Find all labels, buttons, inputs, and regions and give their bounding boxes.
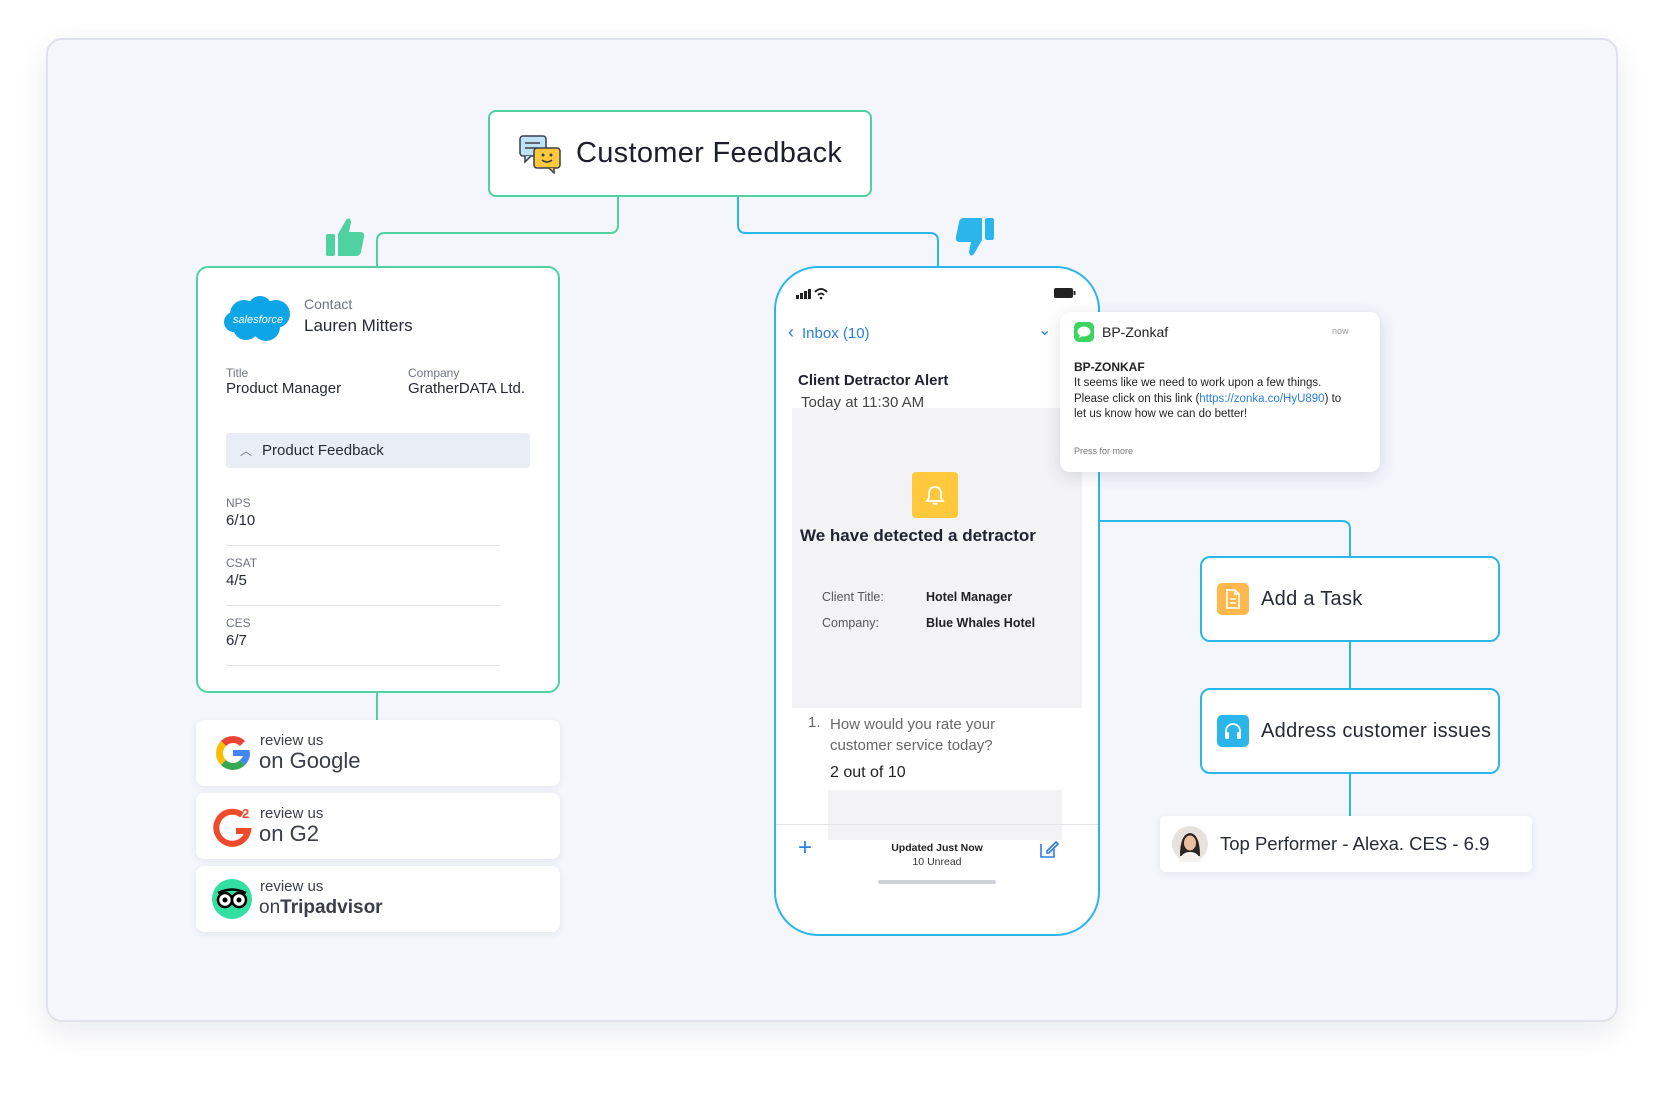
notification-footer: Press for more [1074,446,1134,456]
alert-time: Today at 11:30 AM [801,394,925,411]
survey-answer: 2 out of 10 [830,764,906,781]
chevron-down-icon[interactable]: ⌄ [1038,322,1052,339]
review-tripadvisor-line2: onTripadvisor [259,897,383,919]
bell-icon [925,486,945,505]
svg-text:2: 2 [242,806,249,821]
divider [226,665,500,666]
notification-app: BP-Zonkaf [1102,324,1169,340]
top-performer-card: Top Performer - Alexa. CES - 6.9 [1160,816,1532,872]
notification-time: now [1332,326,1349,336]
sms-notification[interactable]: BP-Zonkaf now BP-ZONKAF It seems like we… [1060,312,1380,472]
compose-icon[interactable] [1038,838,1060,860]
company-value: GratherDATA Ltd. [408,380,525,397]
top-performer-label: Top Performer - Alexa. CES - 6.9 [1220,833,1490,854]
message-icon [1074,322,1094,342]
client-title-label: Client Title: [822,590,884,604]
contact-label: Contact [304,296,353,312]
ces-label: CES [226,616,251,630]
alert-heading: We have detected a detractor [800,526,1036,545]
survey-question: How would you rate your customer service… [830,716,996,754]
customer-feedback-node: Customer Feedback [488,110,872,197]
address-issues-label: Address customer issues [1261,719,1492,742]
review-tripadvisor-card[interactable]: review us onTripadvisor [196,866,560,932]
review-g2-line1: review us [260,805,324,822]
review-tripadvisor-line1: review us [260,878,324,895]
client-company-label: Company: [822,616,879,630]
review-google-line1: review us [260,732,324,749]
divider [226,545,500,546]
plus-icon[interactable]: + [798,834,813,861]
svg-text:salesforce: salesforce [233,314,283,326]
title-value: Product Manager [226,380,342,397]
product-feedback-section[interactable]: ︿ Product Feedback [226,433,530,468]
company-label: Company [408,366,460,380]
footer-status: Updated Just Now [891,842,983,854]
footer-divider [776,824,1098,825]
avatar [1172,826,1208,862]
connector-phone-task [1100,520,1351,556]
nps-value: 6/10 [226,512,256,529]
inbox-label: Inbox (10) [802,325,870,342]
salesforce-logo: salesforce [224,296,290,341]
alert-subject: Client Detractor Alert [798,372,949,389]
notification-sender: BP-ZONKAF [1074,360,1145,374]
customer-feedback-title: Customer Feedback [576,137,843,169]
alert-bell-tile [912,472,958,518]
client-company-value: Blue Whales Hotel [926,616,1036,630]
g2-icon: 2 [213,806,252,847]
notification-message: It seems like we need to work upon a few… [1074,376,1354,423]
address-issues-node[interactable]: Address customer issues [1200,688,1500,774]
footer-unread: 10 Unread [912,856,962,868]
chat-bubbles-icon [519,134,561,174]
signal-wifi-icon [796,288,828,300]
thumbs-down-icon [955,218,994,256]
csat-value: 4/5 [226,572,247,589]
tripadvisor-icon [212,879,252,919]
review-google-line2: on Google [259,748,361,773]
add-task-label: Add a Task [1261,587,1363,610]
connector-positive [376,197,619,266]
question-number: 1. [808,714,821,731]
review-tripadvisor-brand: Tripadvisor [280,897,383,918]
alert-content-box [792,408,1082,708]
review-google-card[interactable]: review us on Google [196,720,560,786]
document-icon [1217,583,1249,615]
client-title-value: Hotel Manager [926,590,1013,604]
connector-negative [737,197,939,266]
notification-text: It seems like we need to work upon a few… [1074,377,1322,405]
battery-icon [1054,288,1076,298]
chevron-up-icon: ︿ [240,444,253,458]
review-g2-line2: on G2 [259,821,319,846]
contact-name: Lauren Mitters [304,316,413,335]
headphones-icon [1217,715,1249,747]
google-icon [216,736,250,770]
notification-text-end: ) to let us know how we can do better! [1074,392,1342,421]
add-task-node[interactable]: Add a Task [1200,556,1500,642]
notification-link[interactable]: https://zonka.co/HyU890 [1199,392,1325,405]
salesforce-contact-card: salesforce Contact Lauren Mitters Title … [196,266,560,693]
thumbs-up-icon [326,218,365,256]
ces-value: 6/7 [226,632,247,649]
divider [226,605,500,606]
home-indicator [878,880,996,884]
answer-box [828,790,1062,840]
inbox-back-link[interactable]: ‹ Inbox (10) [788,322,870,343]
nps-label: NPS [226,496,251,510]
csat-label: CSAT [226,556,258,570]
chevron-left-icon: ‹ [788,322,794,342]
title-label: Title [226,366,249,380]
phone-mockup: ‹ Inbox (10) ⌄ Client Detractor Alert Tod… [774,266,1100,936]
review-g2-card[interactable]: 2 review us on G2 [196,793,560,859]
review-tripadvisor-on: on [259,897,281,918]
product-feedback-label: Product Feedback [262,442,384,459]
